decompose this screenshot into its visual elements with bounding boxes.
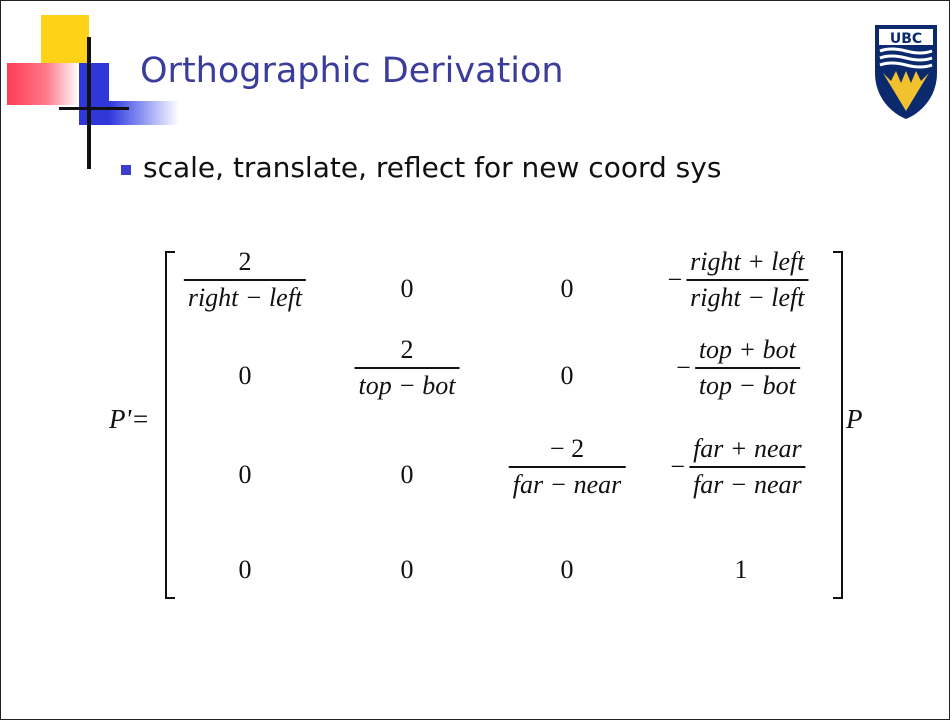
decor-blue-square (79, 63, 109, 125)
fraction: far + near far − near (689, 434, 806, 500)
logo-text: UBC (890, 31, 922, 47)
decor-vertical-line (87, 37, 91, 169)
fraction-denominator: far − near (512, 470, 622, 499)
projection-equation: P'= P 2 right − left 0 0 − right + left … (101, 237, 863, 617)
decor-yellow-square (41, 15, 89, 63)
matrix-cell-r3-c3: 1 (734, 555, 748, 584)
fraction: − 2 far − near (508, 434, 626, 500)
matrix-cell-r2-c0: 0 (238, 460, 252, 489)
fraction-bar (354, 367, 460, 369)
matrix-cell-r3-c0: 0 (238, 555, 252, 584)
fraction: top + bot top − bot (694, 335, 800, 401)
minus-sign: − (667, 265, 683, 294)
bullet-text: scale, translate, reflect for new coord … (143, 151, 722, 184)
matrix-cell-r1-c3: − top + bot top − bot (676, 335, 800, 401)
minus-sign: − (676, 353, 691, 382)
fraction-numerator: 2 (400, 335, 414, 364)
bullet-item: scale, translate, reflect for new coord … (121, 151, 721, 184)
matrix-cell-r3-c1: 0 (400, 555, 414, 584)
fraction-bar (689, 466, 806, 468)
fraction-bar (694, 367, 800, 369)
fraction-denominator: top − bot (698, 371, 796, 400)
matrix-cell-r2-c1: 0 (400, 460, 414, 489)
fraction-denominator: far − near (693, 470, 802, 499)
fraction: right + left right − left (686, 247, 809, 313)
matrix-cell-r0-c1: 0 (400, 274, 414, 303)
fraction-denominator: top − bot (358, 371, 456, 400)
matrix-left-bracket (165, 251, 175, 599)
equation-rhs: P (846, 404, 863, 434)
matrix-cell-r3-c2: 0 (560, 555, 574, 584)
fraction: 2 right − left (183, 247, 307, 313)
fraction: 2 top − bot (354, 335, 460, 401)
matrix-cell-r2-c2: − 2 far − near (508, 434, 626, 500)
matrix-cell-r0-c3: − right + left right − left (668, 247, 809, 313)
fraction-denominator: right − left (187, 283, 303, 312)
equation-lhs: P'= (109, 404, 150, 434)
decor-blue-fade (109, 101, 179, 125)
fraction-numerator: 2 (238, 247, 252, 276)
fraction-bar (183, 279, 307, 281)
fraction-denominator: right − left (690, 283, 805, 312)
decor-red-bar (7, 63, 79, 105)
matrix-cell-r1-c2: 0 (560, 361, 574, 390)
fraction-numerator: − 2 (549, 434, 585, 463)
ubc-crest-icon: UBC (875, 25, 937, 119)
fraction-numerator: far + near (693, 434, 802, 463)
matrix-cell-r2-c3: − far + near far − near (670, 434, 806, 500)
matrix-cell-r0-c2: 0 (560, 274, 574, 303)
bullet-marker (121, 164, 131, 175)
matrix-cell-r1-c1: 2 top − bot (354, 335, 460, 401)
matrix-cell-r1-c0: 0 (238, 361, 252, 390)
minus-sign: − (670, 452, 686, 481)
decor-horizontal-line (59, 107, 129, 110)
fraction-numerator: top + bot (698, 335, 796, 364)
slide-title: Orthographic Derivation (140, 51, 564, 91)
matrix-cell-r0-c0: 2 right − left (183, 247, 307, 313)
fraction-bar (686, 279, 809, 281)
fraction-bar (508, 466, 626, 468)
matrix-right-bracket (833, 251, 843, 599)
fraction-numerator: right + left (690, 247, 805, 276)
